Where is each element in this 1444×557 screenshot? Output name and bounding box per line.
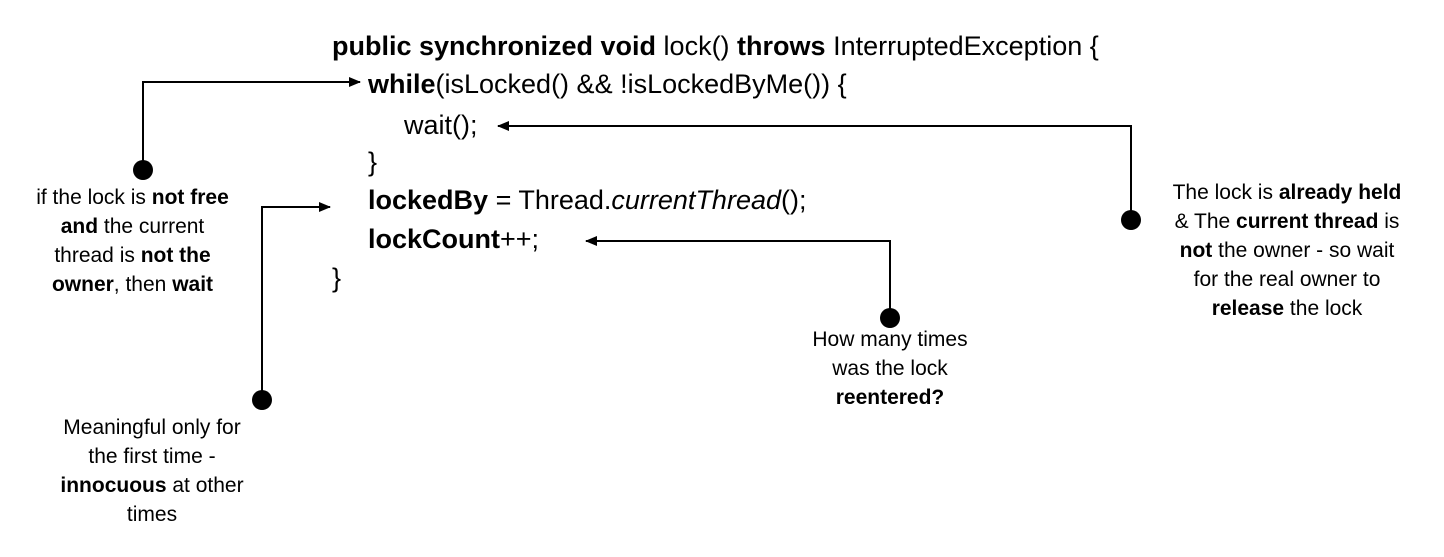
- annotation-text: innocuous: [60, 474, 167, 497]
- annotation-text: owner: [51, 273, 114, 296]
- annotation-text: The lock is: [1172, 181, 1279, 204]
- annotation-line: innocuous at other: [32, 471, 272, 500]
- connector-not-free-dot: [133, 160, 153, 180]
- code-token: wait();: [404, 110, 478, 140]
- annotation-line: if the lock is not free: [10, 183, 255, 212]
- annotation-line: for the real owner to: [1142, 265, 1432, 294]
- code-line-1: public synchronized void lock() throws I…: [332, 30, 1099, 62]
- annotation-text: not free: [151, 186, 229, 209]
- annotation-line: not the owner - so wait: [1142, 236, 1432, 265]
- connector-reentered: [585, 236, 900, 328]
- annotation-text: if the lock is: [36, 186, 152, 209]
- annotation-line: was the lock: [790, 354, 990, 383]
- code-line-6: lockCount++;: [368, 223, 539, 255]
- annotation-text: the current: [98, 215, 205, 238]
- connector-already-held-dot: [1121, 210, 1141, 230]
- annotation-text: reentered?: [835, 386, 945, 409]
- annotation-line: The lock is already held: [1142, 178, 1432, 207]
- annotation-already-held: The lock is already held& The current th…: [1142, 178, 1432, 323]
- annotation-text: times: [126, 503, 178, 526]
- code-token: throws: [737, 31, 826, 61]
- annotation-line: & The current thread is: [1142, 207, 1432, 236]
- connector-reentered-dot: [880, 308, 900, 328]
- annotation-text: current thread: [1236, 210, 1379, 233]
- code-token: ++;: [500, 224, 540, 254]
- code-token: public synchronized void: [332, 31, 657, 61]
- annotation-line: owner, then wait: [10, 270, 255, 299]
- annotation-line: reentered?: [790, 383, 990, 412]
- annotation-line: thread is not the: [10, 241, 255, 270]
- code-token: (isLocked() && !isLockedByMe()) {: [435, 69, 847, 99]
- annotation-text: , then: [113, 273, 173, 296]
- code-token: lockedBy: [368, 185, 489, 215]
- code-line-7: }: [332, 262, 341, 294]
- code-line-4: }: [368, 146, 377, 178]
- connector-meaningful-line: [261, 202, 331, 400]
- annotation-text: How many times: [812, 328, 968, 351]
- annotation-text: release: [1211, 297, 1285, 320]
- annotation-text: already held: [1278, 181, 1402, 204]
- connector-not-free-line: [142, 77, 361, 170]
- annotation-text: is: [1378, 210, 1400, 233]
- annotation-line: the first time -: [32, 442, 272, 471]
- annotation-text: not: [1179, 239, 1213, 262]
- code-token: InterruptedException {: [825, 31, 1099, 61]
- connector-reentered-line: [585, 236, 891, 318]
- connector-not-free: [133, 77, 361, 180]
- annotation-text: was the lock: [832, 357, 948, 380]
- annotation-text: and: [60, 215, 99, 238]
- annotation-text: wait: [172, 273, 214, 296]
- code-line-2: while(isLocked() && !isLockedByMe()) {: [368, 68, 847, 100]
- annotation-line: Meaningful only for: [32, 413, 272, 442]
- annotation-text: for the real owner to: [1193, 268, 1381, 291]
- code-token: lock(): [656, 31, 738, 61]
- annotation-text: the lock: [1284, 297, 1363, 320]
- code-token: = Thread.: [488, 185, 612, 215]
- annotation-meaningful: Meaningful only for the first time - innoc…: [32, 413, 272, 529]
- annotation-line: and the current: [10, 212, 255, 241]
- code-token: while: [368, 69, 436, 99]
- annotation-text: the owner - so wait: [1212, 239, 1395, 262]
- annotation-text: the first time -: [88, 445, 216, 468]
- annotation-text: thread is: [54, 244, 141, 267]
- code-token: currentThread: [611, 185, 781, 215]
- code-line-5: lockedBy = Thread.currentThread();: [368, 184, 806, 216]
- code-token: }: [368, 147, 378, 177]
- connector-already-held-line: [497, 121, 1132, 220]
- annotation-line: times: [32, 500, 272, 529]
- annotation-text: not the: [140, 244, 211, 267]
- code-token: }: [332, 263, 342, 293]
- annotation-text: at other: [166, 474, 244, 497]
- code-token: lockCount: [368, 224, 500, 254]
- annotation-text: & The: [1174, 210, 1237, 233]
- connector-already-held: [497, 121, 1141, 230]
- connector-meaningful: [252, 202, 331, 410]
- annotation-line: How many times: [790, 325, 990, 354]
- connector-meaningful-dot: [252, 390, 272, 410]
- annotation-reentered: How many times was the lock reentered?: [790, 325, 990, 412]
- code-line-3: wait();: [404, 109, 478, 141]
- annotation-text: Meaningful only for: [63, 416, 241, 439]
- code-token: ();: [781, 185, 807, 215]
- annotation-line: release the lock: [1142, 294, 1432, 323]
